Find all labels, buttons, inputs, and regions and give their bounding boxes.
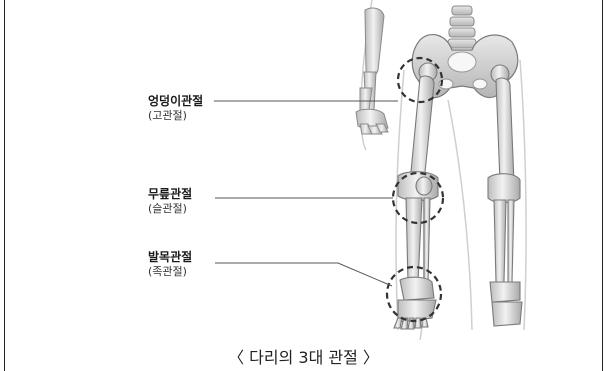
spine	[448, 6, 476, 48]
obturator-right	[473, 79, 487, 89]
ankle-leader-line	[215, 263, 392, 286]
hip-joint-label: 엉덩이관절 (고관절)	[148, 94, 203, 123]
pelvis-opening	[448, 52, 476, 72]
hip-joint-alias: (고관절)	[148, 109, 203, 123]
knee-joint-alias: (슬관절)	[148, 202, 192, 216]
knee-joint-name: 무릎관절	[148, 187, 192, 202]
right-leg-bones	[488, 65, 522, 326]
hip-joint-name: 엉덩이관절	[148, 94, 203, 109]
ankle-joint-alias: (족관절)	[148, 265, 192, 279]
figure-caption: 〈 다리의 3대 관절 〉	[0, 344, 607, 368]
ankle-joint-label: 발목관절 (족관절)	[148, 250, 192, 279]
knee-joint-label: 무릎관절 (슬관절)	[148, 187, 192, 216]
arm-bones	[356, 8, 388, 134]
ankle-joint-name: 발목관절	[148, 250, 192, 265]
